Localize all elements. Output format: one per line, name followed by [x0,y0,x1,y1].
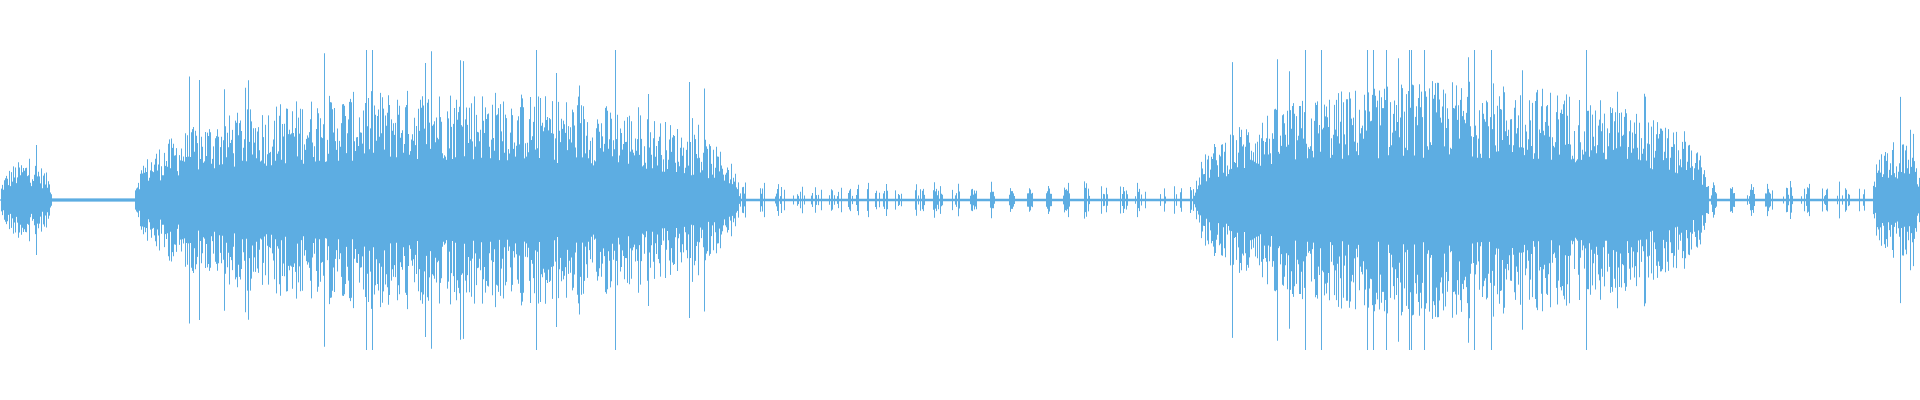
waveform-samples [0,50,1920,350]
